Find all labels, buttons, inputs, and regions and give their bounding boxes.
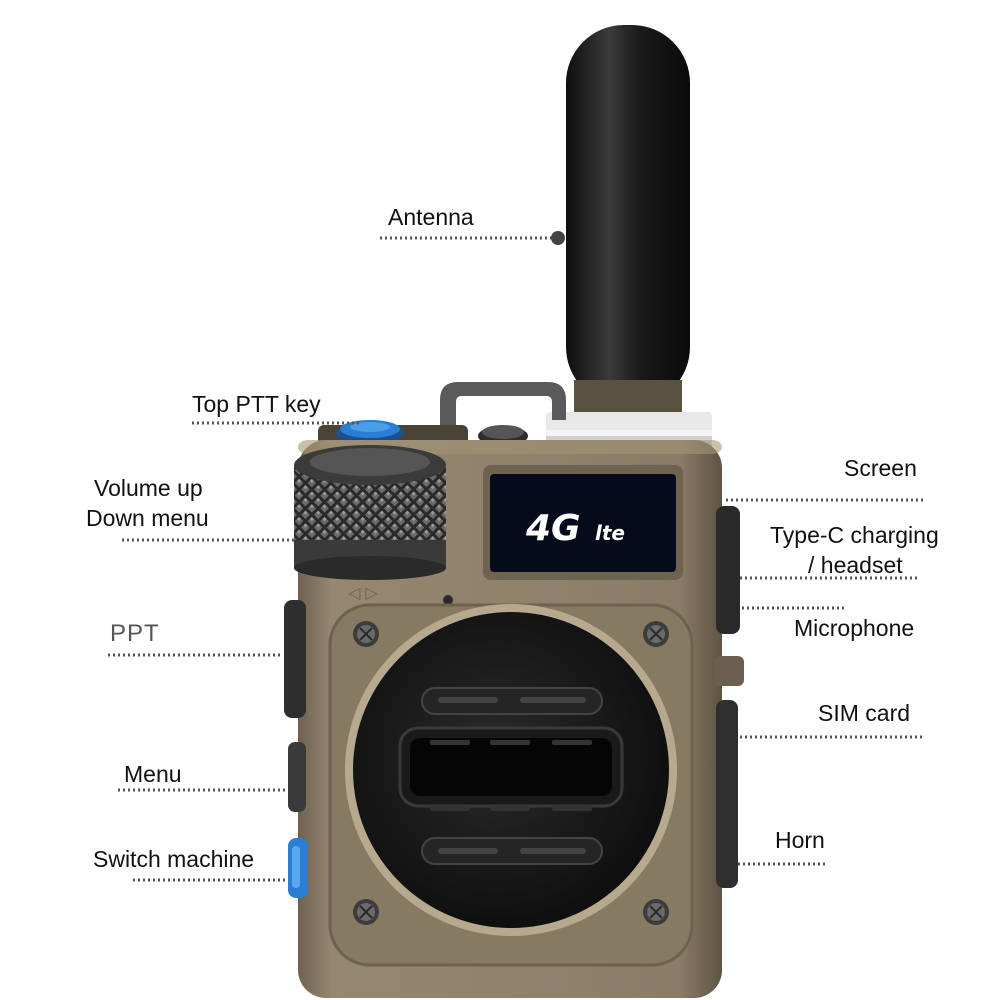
antenna-pointer-dot	[551, 231, 565, 245]
arrow-marks: ◁ ▷	[347, 583, 378, 602]
power-switch-highlight	[292, 846, 300, 888]
antenna	[566, 25, 690, 418]
screen-logo-lte: lte	[595, 521, 625, 545]
label-sim-card: SIM card	[818, 700, 911, 726]
label-volume-line2: Down menu	[86, 505, 209, 531]
screen: 4G lte	[483, 465, 683, 580]
label-antenna: Antenna	[388, 204, 474, 230]
label-switch-machine: Switch machine	[93, 846, 255, 872]
label-typec-line1: Type-C charging	[770, 522, 939, 548]
sim-card-cover[interactable]	[716, 700, 738, 888]
label-typec-line2: / headset	[808, 552, 903, 578]
label-menu: Menu	[124, 761, 182, 787]
label-typec: Type-C charging / headset	[770, 520, 970, 580]
panel-screws	[353, 621, 669, 925]
volume-knob[interactable]	[294, 445, 446, 580]
leader-lines	[108, 236, 924, 882]
side-menu-button[interactable]	[288, 742, 306, 812]
type-c-port-cover[interactable]	[716, 506, 740, 634]
screen-logo-4g: 4G	[525, 508, 581, 549]
label-microphone: Microphone	[794, 615, 915, 641]
top-ptt-key[interactable]	[336, 420, 404, 445]
label-top-ptt-key: Top PTT key	[192, 391, 321, 417]
label-ppt: PPT	[110, 620, 160, 647]
side-ppt-button[interactable]	[284, 600, 306, 718]
speaker-horn	[345, 604, 677, 936]
label-volume-line1: Volume up	[94, 475, 203, 501]
label-horn: Horn	[775, 827, 825, 853]
label-screen: Screen	[844, 455, 917, 481]
label-volume: Volume up Down menu	[86, 473, 256, 533]
microphone-hole	[443, 595, 453, 605]
side-latch	[714, 656, 744, 686]
